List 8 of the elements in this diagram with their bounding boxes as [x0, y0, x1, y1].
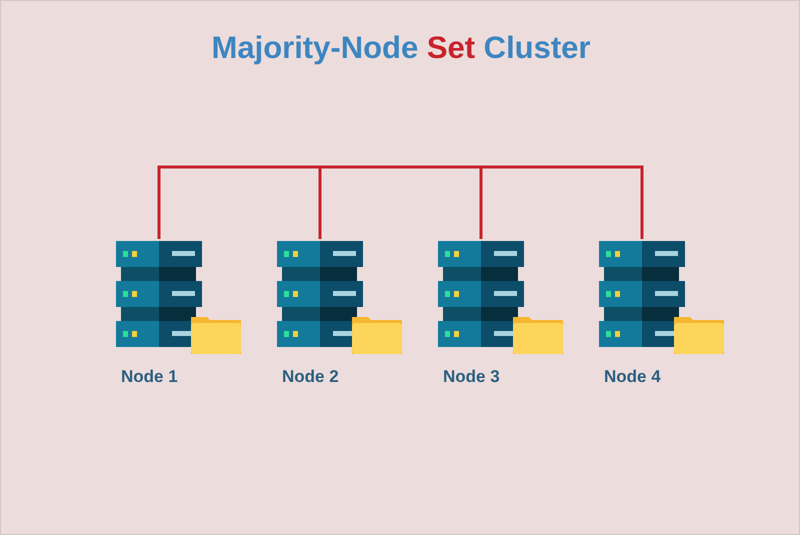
connection-line — [318, 166, 482, 239]
node-label: Node 1 — [121, 367, 178, 387]
connection-line — [480, 166, 644, 239]
connection-line — [158, 166, 322, 239]
node-label: Node 3 — [443, 367, 500, 387]
node-label: Node 2 — [282, 367, 339, 387]
title: Majority-Node Set Cluster — [210, 30, 592, 66]
node-label: Node 4 — [604, 367, 661, 387]
